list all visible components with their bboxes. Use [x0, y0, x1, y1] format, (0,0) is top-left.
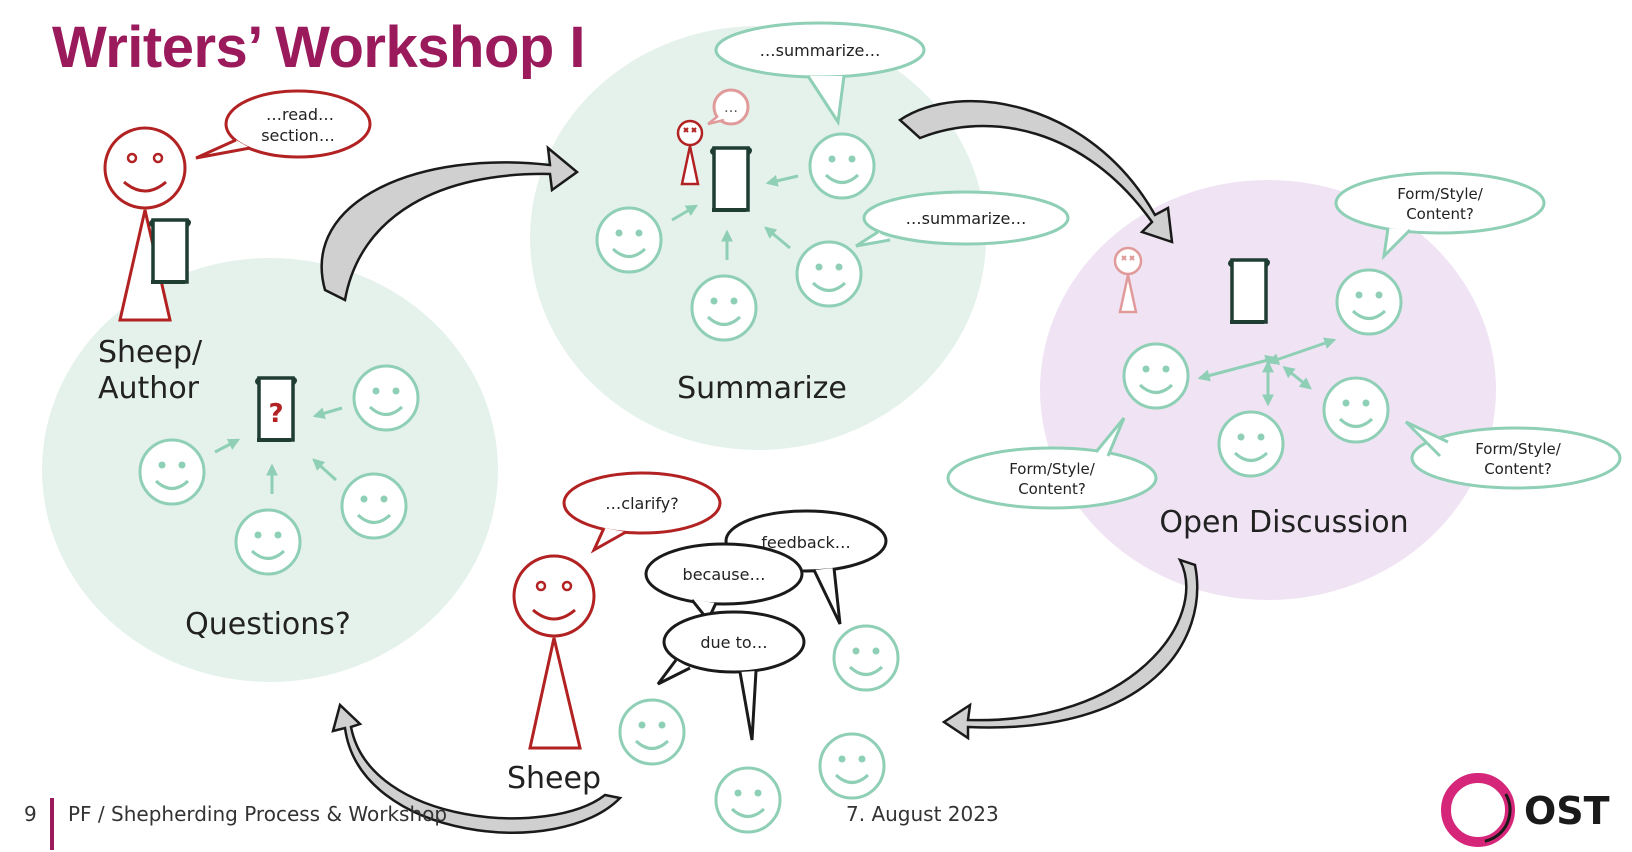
sheep-figure	[512, 554, 596, 750]
form-right-line1: Form/Style/	[1475, 440, 1562, 458]
reader-smiley	[352, 364, 420, 432]
due-to-bubble: due to…	[656, 610, 806, 741]
reader-smiley	[595, 206, 663, 274]
form-bubble-top: Form/Style/ Content?	[1334, 171, 1546, 261]
form-left-line2: Content?	[1018, 480, 1086, 498]
questions-mark: ?	[268, 399, 283, 429]
summarize-arrow	[671, 204, 699, 222]
summarize-top-bubble: …summarize…	[714, 21, 926, 127]
question-arrow	[312, 458, 338, 482]
flow-arrow-sheep-to-questions	[331, 702, 623, 834]
author-label-line2: Author	[98, 371, 200, 406]
form-top-line2: Content?	[1406, 205, 1474, 223]
form-bubble-left: Form/Style/ Content?	[946, 417, 1158, 510]
questions-label: Questions?	[185, 607, 351, 642]
summarize-author-small	[676, 119, 704, 186]
discussion-label: Open Discussion	[1159, 505, 1408, 540]
footer-section: PF / Shepherding Process & Workshop	[68, 802, 448, 826]
discussion-document	[1227, 258, 1271, 324]
clarify-bubble: …clarify?	[562, 471, 722, 554]
reader-smiley	[832, 624, 900, 692]
reader-smiley	[714, 766, 782, 834]
form-left-line1: Form/Style/	[1009, 460, 1096, 478]
footer-date: 7. August 2023	[846, 802, 999, 826]
reader-smiley	[1322, 376, 1390, 444]
discussion-author-small	[1113, 246, 1143, 314]
page-number: 9	[24, 802, 37, 826]
flow-arrow-questions-to-summarize	[320, 145, 580, 302]
read-bubble-line2: section…	[261, 126, 335, 145]
summarize-right-bubble: …summarize…	[855, 190, 1070, 248]
slide-title: Writers’ Workshop I	[52, 15, 586, 80]
summarize-circle	[530, 26, 986, 450]
discussion-arrow	[1266, 337, 1337, 365]
reader-smiley	[818, 732, 886, 800]
reader-smiley	[340, 472, 408, 540]
flow-arrow-discussion-to-sheep	[941, 557, 1199, 741]
reader-smiley	[234, 508, 302, 576]
sheep-label: Sheep	[507, 761, 601, 796]
question-arrow	[312, 406, 343, 420]
summarize-arrow	[765, 174, 799, 187]
due-to-text: due to…	[700, 633, 767, 652]
because-text: because…	[683, 565, 766, 584]
summarize-arrow	[764, 226, 791, 250]
reader-smiley	[1217, 410, 1285, 478]
because-bubble: because…	[644, 542, 804, 623]
footer-divider	[50, 798, 54, 850]
clarify-text: …clarify?	[605, 494, 678, 513]
summarize-small-bubble: …	[707, 88, 750, 126]
summarize-label: Summarize	[677, 371, 847, 406]
flow-arrow-summarize-to-discussion	[897, 99, 1174, 244]
read-speech-bubble: …read… section…	[195, 89, 372, 160]
summarize-document	[709, 146, 753, 212]
small-bubble-text: …	[724, 100, 738, 116]
reader-smiley	[795, 240, 863, 308]
logo-text: OST	[1524, 789, 1610, 833]
form-top-line1: Form/Style/	[1397, 185, 1484, 203]
question-arrow	[214, 438, 241, 454]
reader-smiley	[618, 698, 686, 766]
discussion-arrow	[1197, 354, 1278, 382]
summarize-right-text: …summarize…	[906, 209, 1027, 228]
read-bubble-line1: …read…	[266, 105, 334, 124]
reader-smiley	[1335, 268, 1403, 336]
discussion-arrow	[1282, 366, 1312, 390]
reader-smiley	[1122, 342, 1190, 410]
author-label-line1: Sheep/	[98, 335, 203, 370]
author-figure	[103, 126, 187, 322]
reader-smiley	[138, 438, 206, 506]
reader-smiley	[808, 132, 876, 200]
reader-smiley	[690, 274, 758, 342]
feedback-text: feedback…	[761, 533, 851, 552]
summarize-top-text: …summarize…	[760, 41, 881, 60]
form-bubble-right: Form/Style/ Content?	[1404, 420, 1622, 490]
ost-logo: OST	[1441, 773, 1610, 847]
form-right-line2: Content?	[1484, 460, 1552, 478]
author-document	[148, 218, 192, 284]
